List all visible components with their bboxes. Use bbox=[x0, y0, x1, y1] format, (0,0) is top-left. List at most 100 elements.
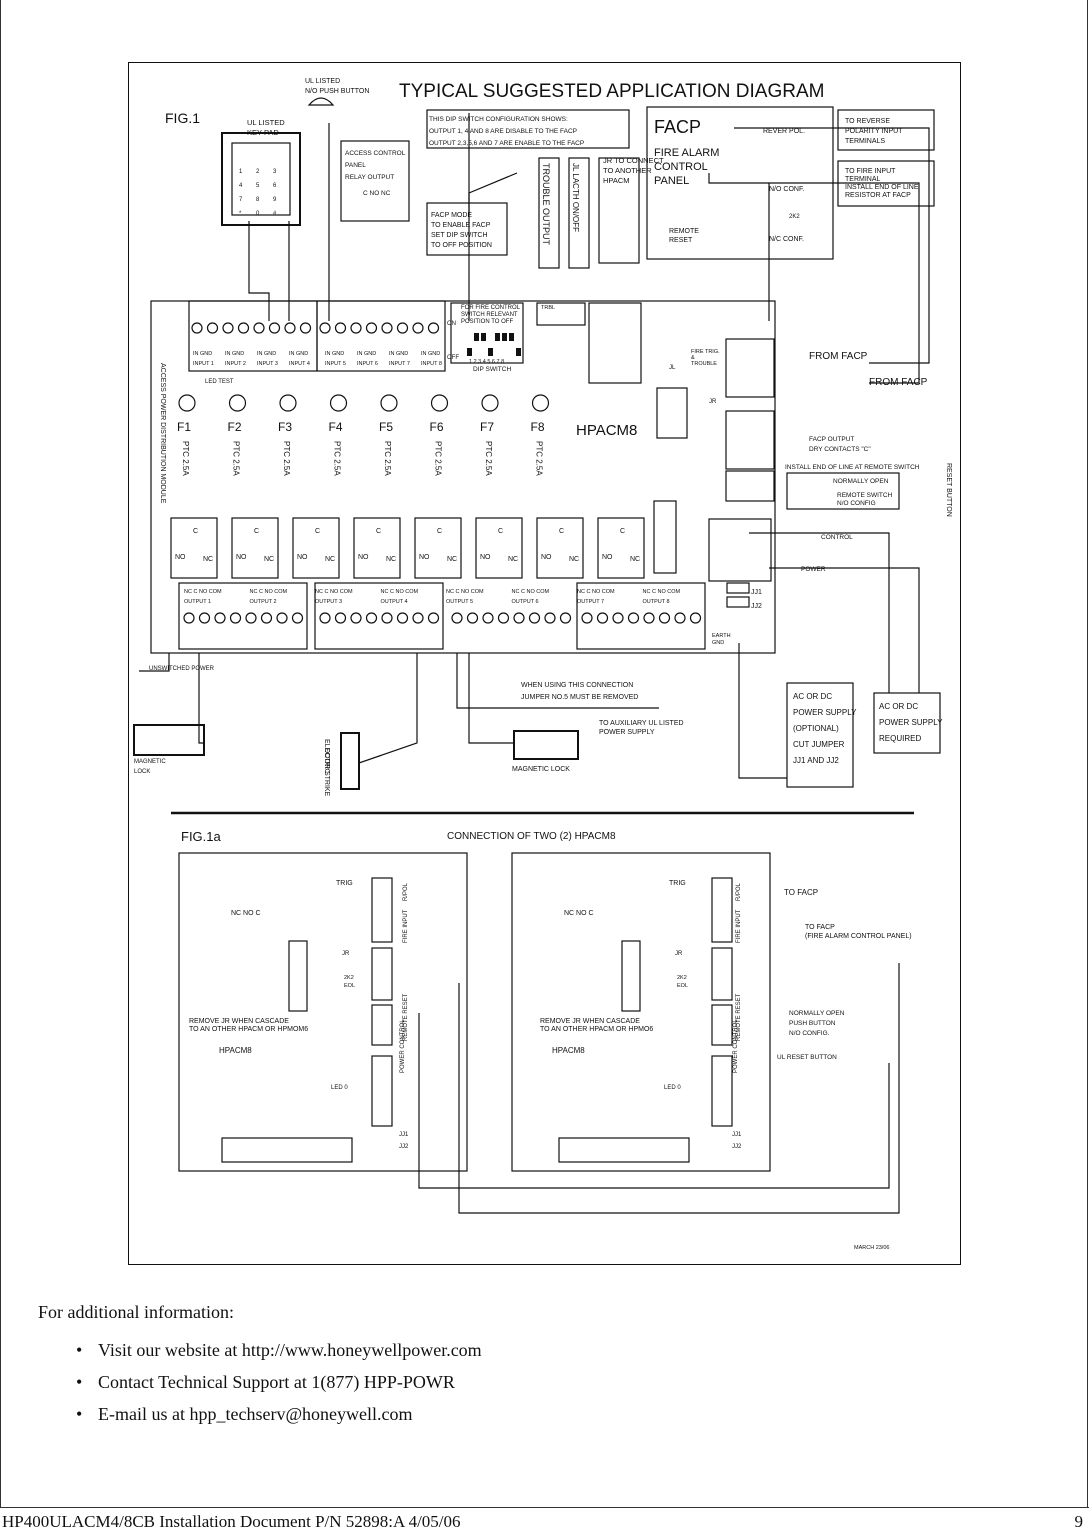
fig1a-push-button: NORMALLY OPEN bbox=[789, 1010, 845, 1017]
jl-latch-label: JL LACTH ON/OFF bbox=[571, 163, 580, 232]
from-facp-1: FROM FACP bbox=[809, 351, 868, 362]
output-terms: NC C NO COM bbox=[184, 589, 222, 595]
relay-c: C bbox=[620, 528, 625, 535]
page-border-bottom bbox=[0, 1507, 1089, 1508]
psu-optional-label: JJ1 AND JJ2 bbox=[793, 756, 839, 765]
terminal-screw bbox=[350, 612, 362, 624]
psu-required-label: POWER SUPPLY bbox=[879, 718, 943, 727]
ul-button-label: UL LISTED bbox=[305, 78, 340, 85]
facp-output-label: FACP OUTPUT bbox=[809, 436, 854, 443]
fuse-label: F2 bbox=[228, 420, 242, 434]
fig1a-remove-jr: TO AN OTHER HPACM OR HPMOM6 bbox=[189, 1026, 308, 1033]
relay-nc: NC bbox=[630, 556, 640, 563]
terminal-screw bbox=[214, 612, 226, 624]
terminal-screw bbox=[689, 612, 702, 624]
input-label: INPUT 5 bbox=[325, 361, 346, 367]
fuse-label: F4 bbox=[329, 420, 343, 434]
terminal-screw bbox=[365, 612, 378, 624]
ptc-label: PTC 2.5A bbox=[232, 441, 241, 476]
terminal-screw bbox=[381, 612, 393, 624]
dip-off-label: OFF bbox=[447, 355, 459, 361]
fuse-label: F1 bbox=[177, 420, 191, 434]
keypad-key: 6 bbox=[273, 183, 277, 189]
psu-optional-label: AC OR DC bbox=[793, 692, 832, 701]
in-gnd-label: IN GND bbox=[357, 351, 376, 357]
to-reverse-label: TO REVERSE bbox=[845, 118, 890, 125]
to-fire-input-label: INSTALL END OF LINE bbox=[845, 184, 919, 191]
fire-trig-label: TROUBLE bbox=[691, 361, 717, 367]
bullet-support: •Contact Technical Support at 1(877) HPP… bbox=[76, 1372, 455, 1393]
fuse-label: F6 bbox=[430, 420, 444, 434]
output-label: OUTPUT 1 bbox=[184, 599, 211, 605]
facp-subtitle: PANEL bbox=[654, 175, 689, 187]
input-label: INPUT 7 bbox=[389, 361, 410, 367]
fig1a-ul-reset: UL RESET BUTTON bbox=[777, 1054, 837, 1061]
dip-switch-position bbox=[467, 348, 472, 356]
relay bbox=[414, 517, 462, 579]
jumper-note: JUMPER NO.5 MUST BE REMOVED bbox=[521, 694, 638, 701]
input-label: INPUT 1 bbox=[193, 361, 214, 367]
ul-keypad-label: UL LISTED bbox=[247, 118, 285, 127]
bullet-icon: • bbox=[76, 1340, 83, 1360]
fuse-label: F7 bbox=[480, 420, 494, 434]
fuse-holder bbox=[329, 394, 348, 412]
footer-page-number: 9 bbox=[1074, 1512, 1084, 1531]
bullet-email: •E-mail us at hpp_techserv@honeywell.com bbox=[76, 1404, 413, 1425]
dip-note: THIS DIP SWITCH CONFIGURATION SHOWS: bbox=[429, 116, 568, 123]
terminal-screw bbox=[260, 612, 273, 624]
ptc-label: PTC 2.5A bbox=[333, 441, 342, 476]
info-heading: For additional information: bbox=[38, 1302, 234, 1322]
fig1a-jj1: JJ1 bbox=[399, 1132, 409, 1138]
ul-button-label: N/O PUSH BUTTON bbox=[305, 88, 369, 95]
terminal-screw bbox=[451, 612, 463, 624]
terminal-screw bbox=[350, 322, 362, 334]
terminal-screw bbox=[191, 322, 203, 334]
aux-supply-label: TO AUXILIARY UL LISTED bbox=[599, 720, 684, 727]
fire-trig-label: FIRE TRIG. bbox=[691, 349, 720, 355]
terminal-screw bbox=[643, 612, 655, 624]
fig1a-trig: TRIG bbox=[669, 880, 686, 887]
page-border-left bbox=[0, 0, 1, 1508]
in-gnd-label: IN GND bbox=[289, 351, 308, 357]
fuse-holder bbox=[228, 394, 247, 412]
jj1-label: JJ1 bbox=[751, 589, 762, 596]
input-label: INPUT 6 bbox=[357, 361, 378, 367]
relay-c: C bbox=[315, 528, 320, 535]
dip-numbers: 1 2 3 4 5 6 7 8 bbox=[469, 359, 504, 365]
terminal-screw bbox=[528, 612, 541, 624]
terminal-screw bbox=[245, 612, 257, 624]
fig1a-jj1: JJ1 bbox=[732, 1132, 742, 1138]
board-model: HPACM8 bbox=[576, 422, 637, 439]
magnetic-lock-left-label: MAGNETIC bbox=[134, 759, 166, 765]
relay-no: NO bbox=[541, 554, 552, 561]
facp-mode-note: TO OFF POSITION bbox=[431, 242, 492, 249]
no-conf-label: N/O CONF. bbox=[769, 186, 804, 193]
relay bbox=[475, 517, 523, 579]
access-control-label: RELAY OUTPUT bbox=[345, 174, 394, 181]
terminal-screw bbox=[396, 322, 409, 334]
dip-note: OUTPUT 2,3,5,6 AND 7 ARE ENABLE TO THE F… bbox=[429, 140, 584, 147]
access-control-label: PANEL bbox=[345, 162, 366, 169]
relay-nc: NC bbox=[325, 556, 335, 563]
fig1a-fire-input: FIRE INPUT bbox=[403, 909, 409, 943]
website-text[interactable]: Visit our website at http://www.honeywel… bbox=[98, 1340, 482, 1360]
terminal-screw bbox=[412, 322, 424, 334]
led-test-label: LED TEST bbox=[205, 379, 234, 385]
in-gnd-label: IN GND bbox=[389, 351, 408, 357]
install-eol-label: INSTALL END OF LINE AT REMOTE SWITCH bbox=[785, 464, 920, 471]
in-gnd-label: IN GND bbox=[225, 351, 244, 357]
nc-conf-label: N/C CONF. bbox=[769, 236, 804, 243]
facp-mode-note: SET DIP SWITCH bbox=[431, 232, 488, 239]
fig1a-eol: EOL bbox=[677, 983, 688, 989]
relay-c: C bbox=[559, 528, 564, 535]
output-terms: NC C NO COM bbox=[446, 589, 484, 595]
fig1a-eol: 2K2 bbox=[344, 975, 354, 981]
output-terms: NC C NO COM bbox=[381, 589, 419, 595]
psu-optional-label: CUT JUMPER bbox=[793, 740, 845, 749]
output-terms: NC C NO COM bbox=[643, 589, 681, 595]
terminal-screw bbox=[365, 322, 378, 334]
terminal-screw bbox=[206, 322, 219, 334]
jr-connect-label: TO ANOTHER bbox=[603, 166, 652, 175]
email-text[interactable]: E-mail us at hpp_techserv@honeywell.com bbox=[98, 1404, 413, 1424]
earth-gnd-label: GND bbox=[712, 640, 724, 646]
